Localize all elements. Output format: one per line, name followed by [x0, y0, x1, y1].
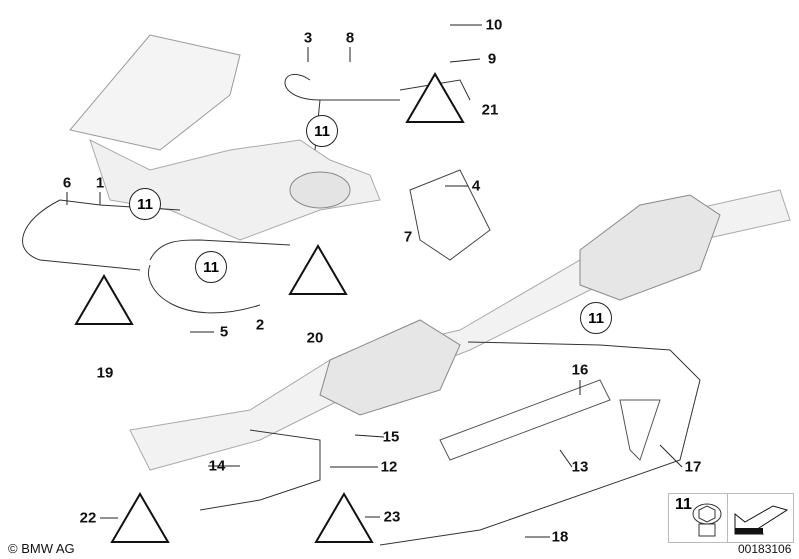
plug-screw-icon: [692, 503, 722, 537]
callout-19: 19: [96, 364, 114, 382]
callout-23: 23: [383, 508, 401, 526]
legend-box: 11: [668, 493, 794, 543]
callout-6: 6: [62, 174, 72, 192]
callout-1: 1: [95, 174, 105, 192]
callout-11-circle: 11: [195, 251, 227, 283]
callout-11-circle: 11: [580, 302, 612, 334]
callout-18: 18: [551, 528, 569, 546]
callout-16: 16: [571, 361, 589, 379]
legend-number: 11: [675, 496, 692, 513]
callout-22: 22: [79, 509, 97, 527]
callout-2: 2: [255, 316, 265, 334]
arrow-icon: [734, 505, 789, 535]
legend-divider: [727, 494, 728, 542]
callout-12: 12: [380, 458, 398, 476]
callout-20: 20: [306, 329, 324, 347]
callout-4: 4: [471, 177, 481, 195]
callout-13: 13: [571, 458, 589, 476]
callout-14: 14: [208, 457, 226, 475]
copyright: © BMW AG: [8, 541, 75, 556]
callout-3: 3: [303, 29, 313, 47]
callout-17: 17: [684, 458, 702, 476]
callout-9: 9: [487, 50, 497, 68]
callout-21: 21: [481, 101, 499, 119]
callout-11-circle: 11: [306, 115, 338, 147]
callout-15: 15: [382, 428, 400, 446]
callout-10: 10: [485, 16, 503, 34]
callout-11-circle: 11: [129, 188, 161, 220]
callout-7: 7: [403, 228, 413, 246]
drawing-code: 00183106: [738, 542, 792, 556]
callout-8: 8: [345, 29, 355, 47]
callout-5: 5: [219, 323, 229, 341]
